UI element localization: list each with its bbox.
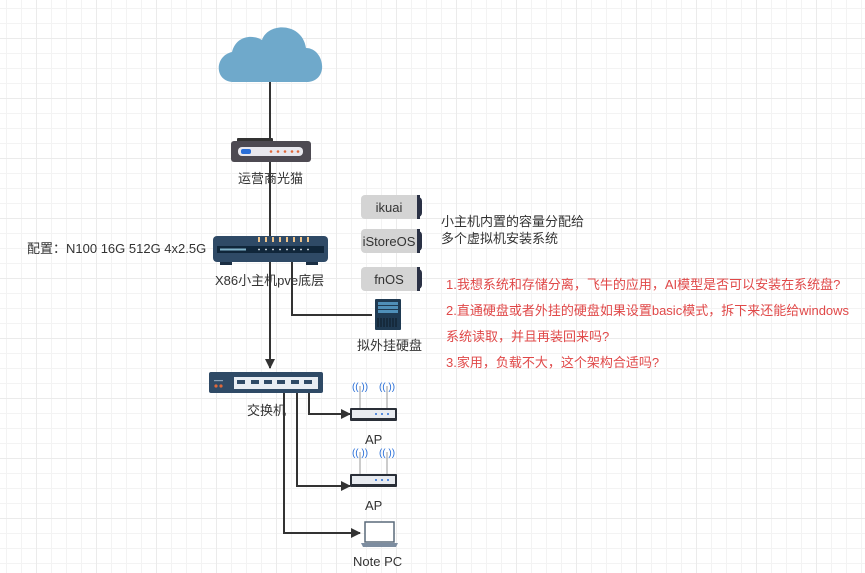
disk-label: 拟外挂硬盘 [357,338,423,353]
vm-ikuai: ikuai [361,195,422,219]
host-label: X86小主机pve底层 [215,273,325,288]
vm-note-line-1: 小主机内置的容量分配给 [441,214,585,229]
host-icon [213,236,328,265]
link-switch-ap1 [308,390,351,419]
laptop-icon [361,521,398,547]
svg-text:(( )): (( )) [379,382,395,393]
link-host-disk [291,262,372,316]
modem-icon [231,138,311,162]
switch-icon [209,372,323,393]
disk-icon [375,299,401,330]
vm-fnos: fnOS [361,267,422,291]
host-spec-label: 配置：N100 16G 512G 4x2.5G [27,241,207,256]
link-switch-laptop [283,390,361,538]
vm-note-line-2: 多个虚拟机安装系统 [441,231,559,246]
svg-text:(( )): (( )) [379,448,395,459]
vm-istoreos: iStoreOS [361,229,422,253]
modem-label: 运营商光猫 [238,171,304,186]
ap1-icon: (( )) (( )) [350,382,397,421]
ap1-label: AP [365,432,383,447]
ap2-icon: (( )) (( )) [350,448,397,487]
ap2-label: AP [365,498,383,513]
connectors [265,80,372,538]
svg-text:(( )): (( )) [352,448,368,459]
question-3: 3.家用，负载不大，这个架构合适吗? [446,355,660,370]
switch-label: 交换机 [247,403,287,418]
laptop-label: Note PC [353,554,403,569]
question-2: 2.直通硬盘或者外挂的硬盘如果设置basic模式，拆下来还能给windows [446,303,850,318]
question-1: 1.我想系统和存储分离，飞牛的应用，AI模型是否可以安装在系统盘? [446,277,841,292]
question-2-cont: 系统读取，并且再装回来吗? [446,329,610,344]
cloud-icon [218,27,323,82]
link-switch-ap2 [296,390,351,491]
svg-text:(( )): (( )) [352,382,368,393]
